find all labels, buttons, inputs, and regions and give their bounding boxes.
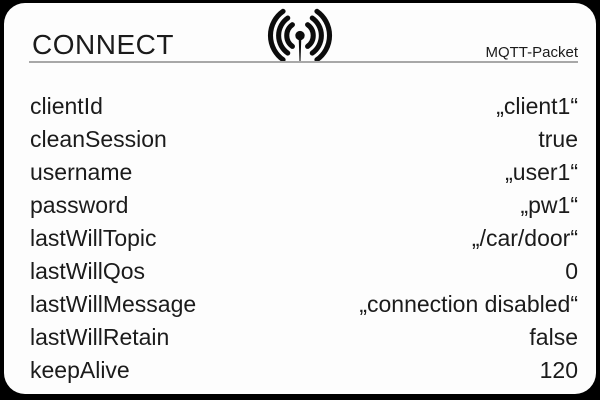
broadcast-antenna-icon <box>259 5 341 67</box>
field-value: „user1“ <box>505 159 578 185</box>
packet-title: CONNECT <box>32 29 174 60</box>
field-value: 0 <box>565 258 578 284</box>
field-label: lastWillMessage <box>30 291 197 317</box>
field-value: „connection disabled“ <box>359 291 578 317</box>
field-label: clientId <box>30 93 103 119</box>
packet-field-row: lastWillMessage „connection disabled“ <box>30 288 578 321</box>
packet-field-row: password „pw1“ <box>30 189 578 222</box>
field-label: password <box>30 192 129 218</box>
packet-type-label: MQTT-Packet <box>485 44 578 61</box>
packet-field-row: username „user1“ <box>30 156 578 189</box>
field-label: lastWillQos <box>30 258 146 284</box>
field-label: username <box>30 159 133 185</box>
field-value: „pw1“ <box>520 192 578 218</box>
field-value: false <box>529 324 578 350</box>
header-divider <box>29 61 578 63</box>
field-value: true <box>538 126 578 152</box>
field-label: cleanSession <box>30 126 167 152</box>
field-value: „/car/door“ <box>471 225 578 251</box>
field-label: lastWillRetain <box>30 324 170 350</box>
packet-field-row: lastWillRetain false <box>30 321 578 354</box>
packet-field-row: cleanSession true <box>30 123 578 156</box>
packet-field-row: clientId „client1“ <box>30 90 578 123</box>
field-value: 120 <box>539 357 578 383</box>
field-label: keepAlive <box>30 357 130 383</box>
packet-field-row: keepAlive 120 <box>30 354 578 387</box>
packet-field-row: lastWillTopic „/car/door“ <box>30 222 578 255</box>
packet-card: CONNECT MQTT-Packet clientId „client1“ <box>4 3 596 394</box>
packet-field-row: lastWillQos 0 <box>30 255 578 288</box>
packet-fields: clientId „client1“ cleanSession true use… <box>30 90 578 387</box>
field-label: lastWillTopic <box>30 225 157 251</box>
field-value: „client1“ <box>496 93 578 119</box>
